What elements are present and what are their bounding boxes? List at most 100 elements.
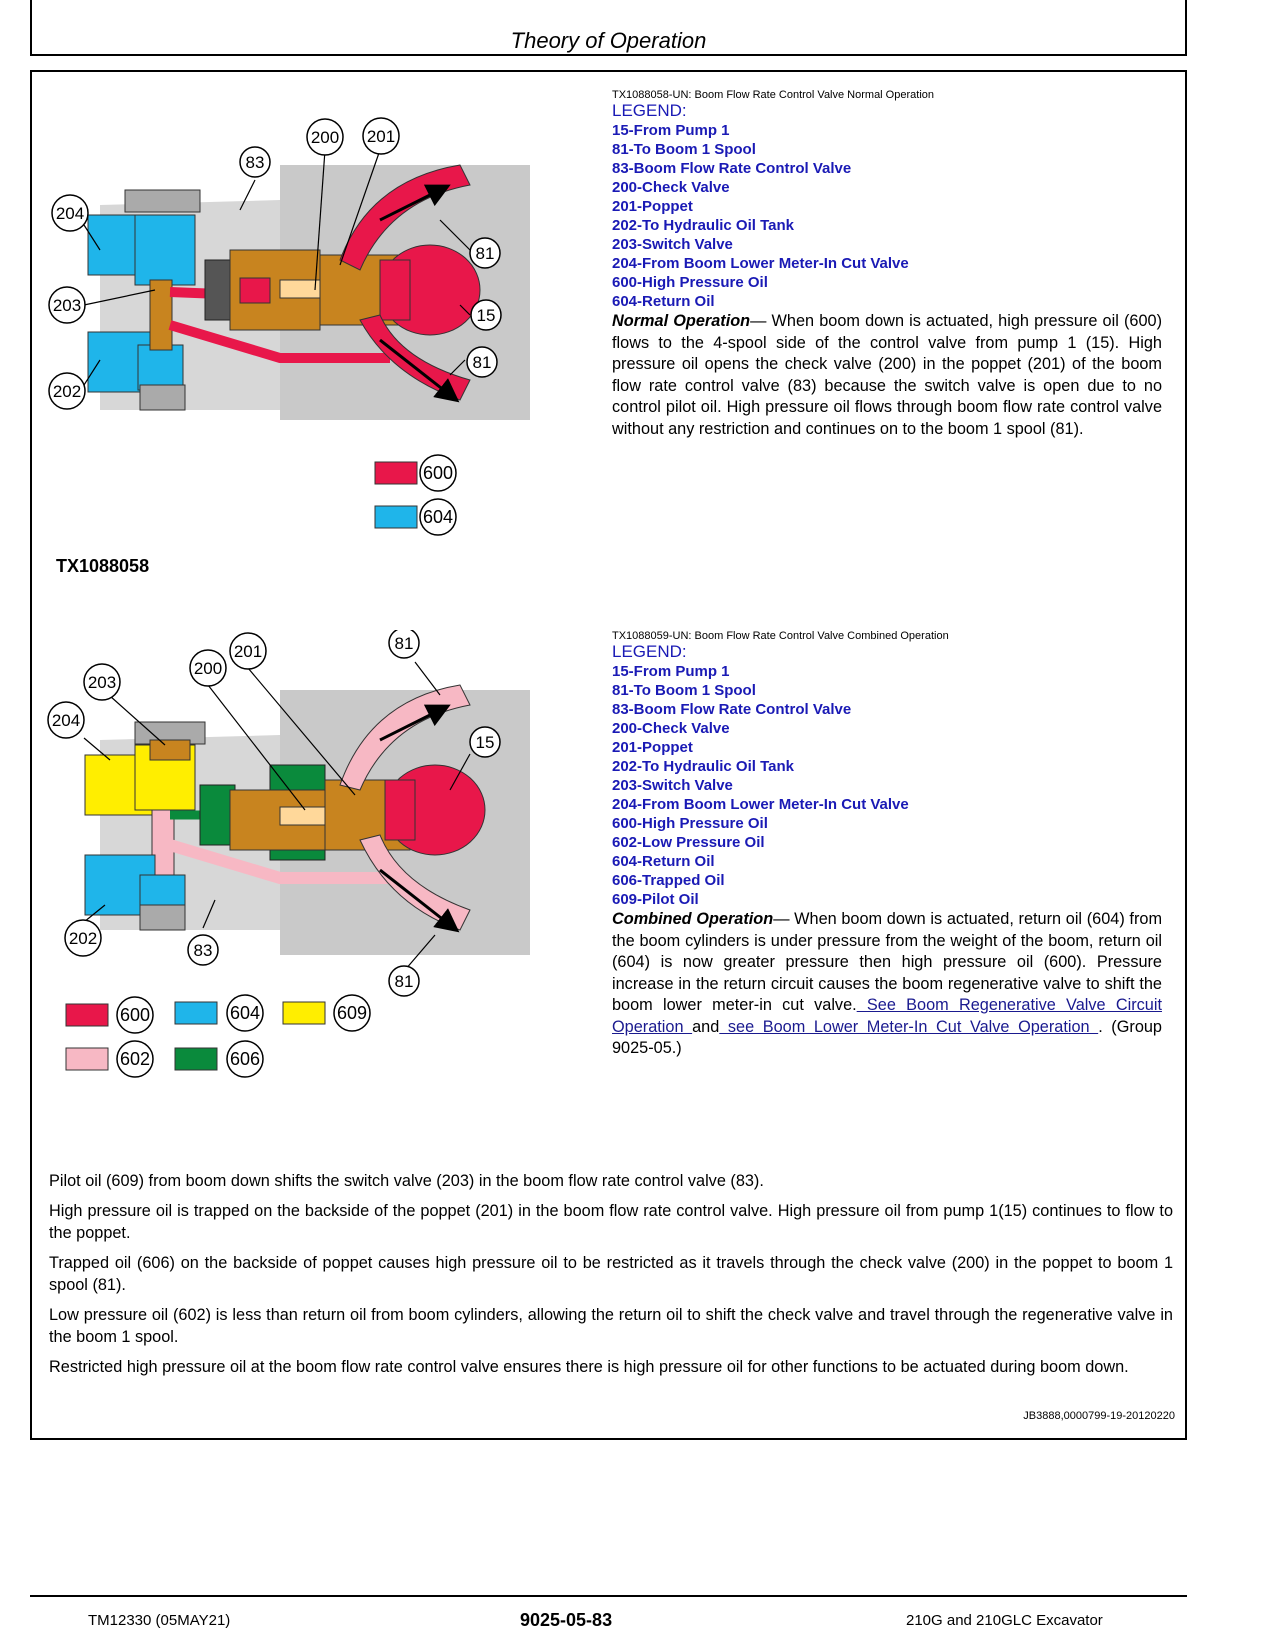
legend-item: 200-Check Valve [612,720,730,737]
legend-item: 204-From Boom Lower Meter-In Cut Valve [612,796,909,813]
normal-operation-text: — When boom down is actuated, high press… [612,312,1162,438]
callout-204-label: 204 [56,204,84,223]
callout-202 [64,919,102,957]
legend-item: 609-Pilot Oil [612,891,699,908]
key-callout-604 [419,498,457,536]
figure1-operation-paragraph: Normal Operation— When boom down is actu… [612,311,1162,440]
callout-81-top-label: 81 [395,634,414,653]
figure2-diagram: 81 201 200 203 204 15 202 83 81 600 604 … [47,630,530,1078]
key-swatch-609 [282,1001,326,1025]
key-swatch-604 [174,1001,218,1025]
callout-83-label: 83 [194,941,213,960]
spring-chamber [239,277,271,304]
key-label-600: 600 [120,1005,150,1025]
bottom-nut [139,904,186,931]
callout-202-label: 202 [53,382,81,401]
callout-200-label: 200 [194,659,222,678]
top-nut [124,189,201,213]
leader-lines [83,149,471,386]
key-label-600: 600 [423,463,453,483]
key-swatch-602 [65,1047,109,1071]
callout-81-bottom-label: 81 [473,353,492,372]
callout-81-top [388,630,420,659]
callout-200 [189,649,227,687]
legend-item: 606-Trapped Oil [612,872,725,889]
inlet-port [379,259,411,321]
callout-204 [47,701,85,739]
outlet-81-bottom [359,834,471,931]
callout-81-bottom [388,965,420,997]
legend-item: 202-To Hydraulic Oil Tank [612,217,794,234]
legend-item: 202-To Hydraulic Oil Tank [612,758,794,775]
callout-202 [48,372,86,410]
body-paragraph: Low pressure oil (602) is less than retu… [49,1306,1173,1346]
inlet-line [168,320,390,363]
legend-item: 15-From Pump 1 [612,663,730,680]
spring-cap [199,784,236,846]
legend-item: 200-Check Valve [612,179,730,196]
content-frame [30,70,1187,1440]
combined-operation-text: — When boom down is actuated, return oil… [612,910,1162,1014]
legend-item: 81-To Boom 1 Spool [612,682,756,699]
callout-202-label: 202 [69,929,97,948]
normal-operation-title: Normal Operation [612,312,751,330]
callout-200 [306,118,344,156]
callout-204 [51,194,89,232]
body-paragraph: Restricted high pressure oil at the boom… [49,1358,1129,1376]
callout-15 [470,299,502,331]
flow-arrow [379,868,460,933]
key-label-604: 604 [423,507,453,527]
key-label-604: 604 [230,1003,260,1023]
callout-201-label: 201 [234,642,262,661]
switch-valve-bottom [137,344,184,391]
document-reference: JB3888,0000799-19-20120220 [1023,1410,1175,1422]
legend-item: 600-High Pressure Oil [612,274,768,291]
page-title: Theory of Operation [510,28,707,53]
check-valve-200 [279,806,326,826]
key-label-606: 606 [230,1049,260,1069]
figure1-diagram: 83 200 201 204 203 202 81 15 81 600 604 [48,117,530,536]
callout-200-label: 200 [311,128,339,147]
legend-item: 15-From Pump 1 [612,122,730,139]
footer-model: 210G and 210GLC Excavator [906,1612,1103,1629]
footer-manual-id: TM12330 (05MAY21) [88,1612,231,1629]
callout-81-bottom [466,346,498,378]
link-boom-regenerative-valve[interactable]: See Boom Regenerative Valve Circuit Oper… [612,996,1162,1036]
key-swatch-606 [174,1047,218,1071]
link-connector: and [692,1017,720,1036]
figure1-legend-title: LEGEND: [612,101,687,120]
key-callout-600 [116,996,154,1034]
legend-item: 203-Switch Valve [612,236,733,253]
key-callout-606 [226,1040,264,1078]
combined-operation-title: Combined Operation [612,910,774,928]
leader-lines [83,661,471,971]
low-pressure-line [168,839,400,884]
switch-valve-bottom [139,874,186,911]
callout-203-label: 203 [53,296,81,315]
callout-83 [187,934,219,966]
callout-15-label: 15 [476,733,495,752]
callout-201 [229,632,267,670]
legend-item: 602-Low Pressure Oil [612,834,765,851]
body-paragraph: Pilot oil (609) from boom down shifts th… [49,1172,764,1190]
flow-arrow [379,704,451,742]
check-valve-200 [279,279,326,299]
link-boom-lower-meter-in-cut-valve[interactable]: see Boom Lower Meter-In Cut Valve Operat… [719,1017,1099,1036]
legend-item: 201-Poppet [612,739,693,756]
legend-item: 81-To Boom 1 Spool [612,141,756,158]
switch-valve-cap [149,739,191,761]
callout-15 [469,726,501,758]
key-swatch-604 [374,505,418,529]
callout-201 [362,117,400,155]
callout-203 [83,663,121,701]
legend-item: 604-Return Oil [612,853,715,870]
callout-203 [48,286,86,324]
footer-page-number: 9025-05-83 [520,1610,613,1630]
inlet-port [384,779,416,841]
legend-item: 83-Boom Flow Rate Control Valve [612,160,852,177]
callout-204-label: 204 [52,711,80,730]
figure2-operation-paragraph: Combined Operation— When boom down is ac… [612,909,1162,1060]
figure1-legend: 15-From Pump 1 81-To Boom 1 Spool 83-Boo… [612,121,1162,311]
legend-item: 83-Boom Flow Rate Control Valve [612,701,852,718]
flow-arrow [379,184,451,222]
